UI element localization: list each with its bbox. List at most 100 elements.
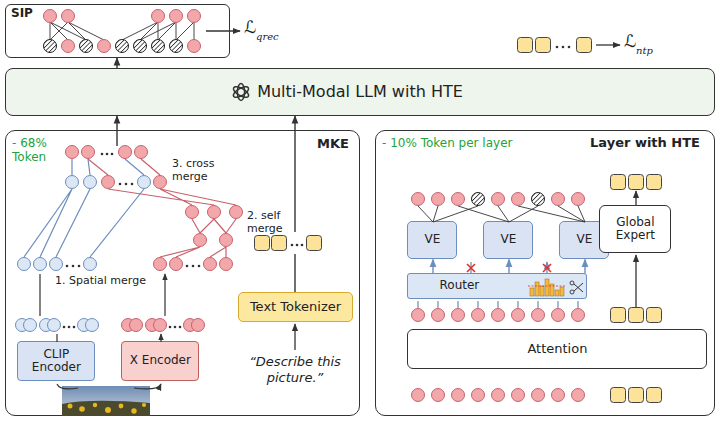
visual-token [220,234,233,247]
merge-lines [24,159,144,257]
step-label: 2. self merge [247,210,299,235]
visual-token [102,176,115,189]
text-token [629,175,644,190]
expert-box: VE [483,221,533,259]
ellipsis-dot [73,326,76,329]
ellipsis-dot [63,326,66,329]
visual-token [86,319,99,332]
text-token [272,236,287,251]
visual-token [572,309,585,322]
ellipsis-dot [131,183,134,186]
visual-token [48,319,61,332]
llm-title: Multi-Modal LLM with HTE [257,83,463,101]
encoder-label: X Encoder [130,354,191,368]
visual-token [18,258,31,271]
text-token [307,236,322,251]
ellipsis-dot [106,153,109,156]
router-bar: Router [407,273,587,299]
text-token [647,388,662,403]
visual-token [186,206,199,219]
router-label: Router [440,279,480,293]
visual-token [78,319,91,332]
reconstruction-lines [50,22,194,40]
text-token [255,236,270,251]
visual-token [220,258,233,271]
visual-token [154,258,167,271]
encoder-label: CLIP Encoder [18,348,94,376]
llm-logo [232,84,250,101]
drop-mark [467,264,551,272]
logo-petal [237,84,244,101]
visual-token [432,193,445,206]
step-label: 3. cross merge [172,158,230,183]
ellipsis-dot [111,153,114,156]
prompt-text: “Describe this picture.” [240,354,350,387]
flow-arrow [294,116,295,292]
encoder-box: X Encoder [121,341,199,381]
visual-token [34,258,47,271]
scissors-handle [570,281,574,285]
masked-token [134,40,147,53]
scissors-handle [570,290,574,294]
sunflower [119,404,124,409]
ellipsis-dot [66,265,69,268]
ellipsis-dot [179,326,182,329]
visual-token [204,258,217,271]
visual-token [146,319,159,332]
image-arrow [57,384,161,389]
visual-token [412,309,425,322]
visual-token [208,206,221,219]
loss-subscript: qrec [256,31,279,42]
module-title: MKE [317,137,349,152]
text-token [577,38,592,53]
prompt-arrow [294,324,295,350]
text-token [536,38,551,53]
visual-token [572,389,585,402]
attention-box: Attention [407,329,707,369]
visual-token [98,40,111,53]
expert-input-arrow [635,255,636,307]
visual-token [492,309,505,322]
visual-token [452,389,465,402]
ellipsis-dot [562,46,565,49]
text-token [611,308,626,323]
module-frame: MKE- 68% TokenCLIP EncoderX Encoder [5,130,360,416]
visual-token [62,10,75,23]
visual-token [84,176,97,189]
visual-token [552,389,565,402]
text-token [611,388,626,403]
visual-token [412,389,425,402]
visual-token [122,319,135,332]
visual-token [432,309,445,322]
ellipsis-dot [198,265,201,268]
ellipsis-dot [301,244,304,247]
expert-output-lines [418,206,585,222]
expert-label: VE [576,233,592,247]
logo-petal [232,85,250,100]
ellipsis-dot [78,265,81,268]
visual-token [572,193,585,206]
merge-lines [88,159,236,257]
visual-token [412,193,425,206]
expert-box: VE [407,221,457,259]
visual-token [24,319,37,332]
module-frame: Layer with HTE- 10% Token per layerVEVEV… [375,130,715,416]
logo-petal [232,85,250,100]
visual-token [492,389,505,402]
visual-token [552,193,565,206]
score-bar [535,282,539,296]
scissors-blade [574,283,583,292]
llm-bar: Multi-Modal LLM with HTE [5,68,715,116]
visual-token [119,146,132,159]
encoder-box: CLIP Encoder [17,341,95,381]
text-token [629,308,644,323]
visual-token [84,258,97,271]
visual-token [66,146,79,159]
loss-arrow [596,44,620,45]
tokenizer-box: Text Tokenizer [238,292,353,322]
score-bar [550,284,554,296]
visual-token [512,193,525,206]
ellipsis-dot [119,183,122,186]
